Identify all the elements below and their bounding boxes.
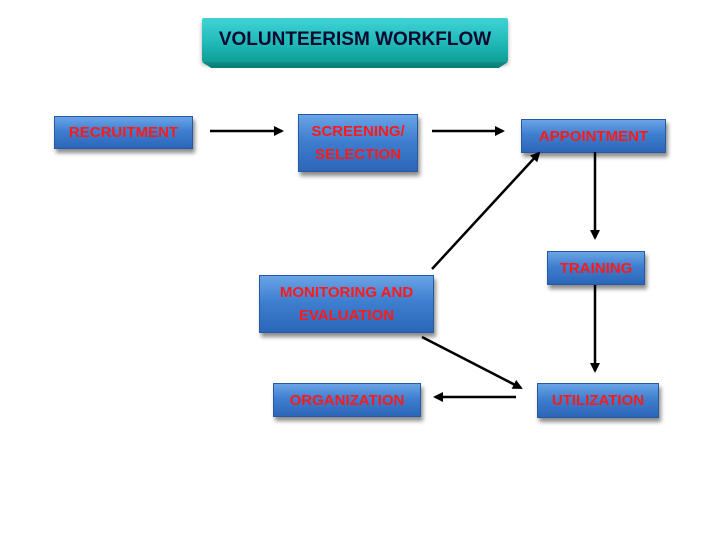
node-appointment: APPOINTMENT	[521, 119, 666, 153]
arrow-monitoring-to-utilization	[421, 335, 523, 390]
node-recruitment: RECRUITMENT	[54, 116, 193, 149]
node-screening-selection: SCREENING/ SELECTION	[298, 114, 418, 172]
arrow-monitoring-to-appointment	[431, 151, 541, 270]
node-monitoring-evaluation: MONITORING AND EVALUATION	[259, 275, 434, 333]
diagram-title: VOLUNTEERISM WORKFLOW	[202, 18, 508, 62]
node-utilization: UTILIZATION	[537, 383, 659, 418]
node-training: TRAINING	[547, 251, 645, 285]
node-organization: ORGANIZATION	[273, 383, 421, 417]
